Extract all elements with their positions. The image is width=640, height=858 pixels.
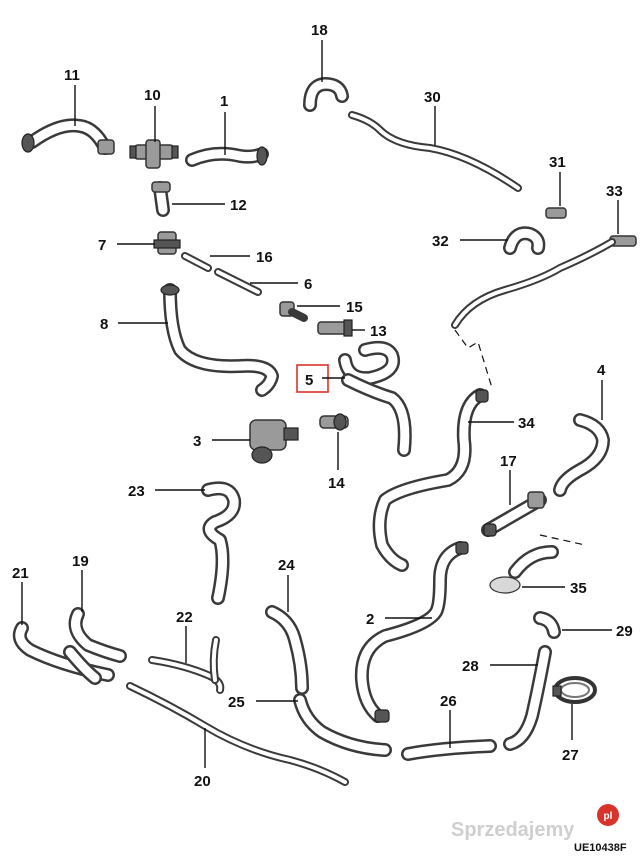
label-14: 14: [328, 475, 345, 492]
label-1: 1: [220, 93, 228, 110]
label-31: 31: [549, 154, 566, 171]
watermark-badge-icon: [597, 804, 619, 826]
label-24: 24: [278, 557, 295, 574]
label-23: 23: [128, 483, 145, 500]
part-13-connector: [317, 319, 353, 337]
label-2: 2: [366, 611, 374, 628]
label-33: 33: [606, 183, 623, 200]
part-35-hose: [489, 545, 559, 594]
label-15: 15: [346, 299, 363, 316]
part-12-elbow: [151, 181, 171, 217]
label-8: 8: [100, 316, 108, 333]
part-15-valve: [279, 301, 308, 322]
label-10: 10: [144, 87, 161, 104]
watermark-tld: pl: [604, 811, 613, 822]
part-30-pipe: [348, 111, 522, 192]
label-35: 35: [570, 580, 587, 597]
part-3-housing: [249, 419, 299, 464]
label-19: 19: [72, 553, 89, 570]
part-6-pipe: [214, 268, 262, 296]
label-18: 18: [311, 22, 328, 39]
part-26-hose: [401, 739, 497, 761]
part-20-pipe: [126, 682, 349, 786]
part-11-hose: [21, 118, 115, 155]
part-1-hose: [185, 146, 269, 167]
part-18-elbow: [303, 77, 349, 112]
label-6: 6: [304, 276, 312, 293]
part-27-clamp: [552, 676, 597, 704]
part-17-pipe: [481, 491, 547, 537]
label-7: 7: [98, 237, 106, 254]
label-25: 25: [228, 694, 245, 711]
part-2-hose: [354, 541, 469, 723]
label-26: 26: [440, 693, 457, 710]
label-27: 27: [562, 747, 579, 764]
part-19-hose: [63, 607, 127, 685]
part-10-tee: [129, 139, 179, 169]
label-21: 21: [12, 565, 29, 582]
watermark: Sprzedajemy pl: [451, 804, 619, 841]
label-28: 28: [462, 658, 479, 675]
part-8-hose: [160, 283, 279, 397]
label-20: 20: [194, 773, 211, 790]
watermark-text: Sprzedajemy: [451, 819, 575, 841]
part-22-pipe: [148, 636, 225, 694]
label-16: 16: [256, 249, 273, 266]
label-5: 5: [305, 372, 313, 389]
part-23-hose: [201, 481, 242, 605]
part-32-elbow: [503, 226, 546, 255]
part-14-valve: [319, 413, 349, 431]
label-29: 29: [616, 623, 633, 640]
part-24-hose: [265, 605, 309, 695]
part-28-hose: [503, 645, 552, 751]
label-17: 17: [500, 453, 517, 470]
part-16-nipple: [181, 252, 212, 272]
label-32: 32: [432, 233, 449, 250]
label-12: 12: [230, 197, 247, 214]
label-30: 30: [424, 89, 441, 106]
part-25-hose: [293, 693, 392, 757]
part-5-hose: [338, 340, 412, 457]
label-3: 3: [193, 433, 201, 450]
label-34: 34: [518, 415, 535, 432]
label-22: 22: [176, 609, 193, 626]
part-34-hose: [372, 388, 489, 572]
label-13: 13: [370, 323, 387, 340]
part-29-hose: [533, 611, 561, 639]
label-11: 11: [64, 67, 80, 84]
part-4-hose: [553, 413, 610, 497]
part-31-pin: [545, 207, 567, 219]
part-33-long-pipe: [451, 238, 616, 329]
label-4: 4: [597, 362, 606, 379]
part-7-connector: [153, 231, 181, 255]
diagram-code: UE10438F: [574, 842, 627, 854]
